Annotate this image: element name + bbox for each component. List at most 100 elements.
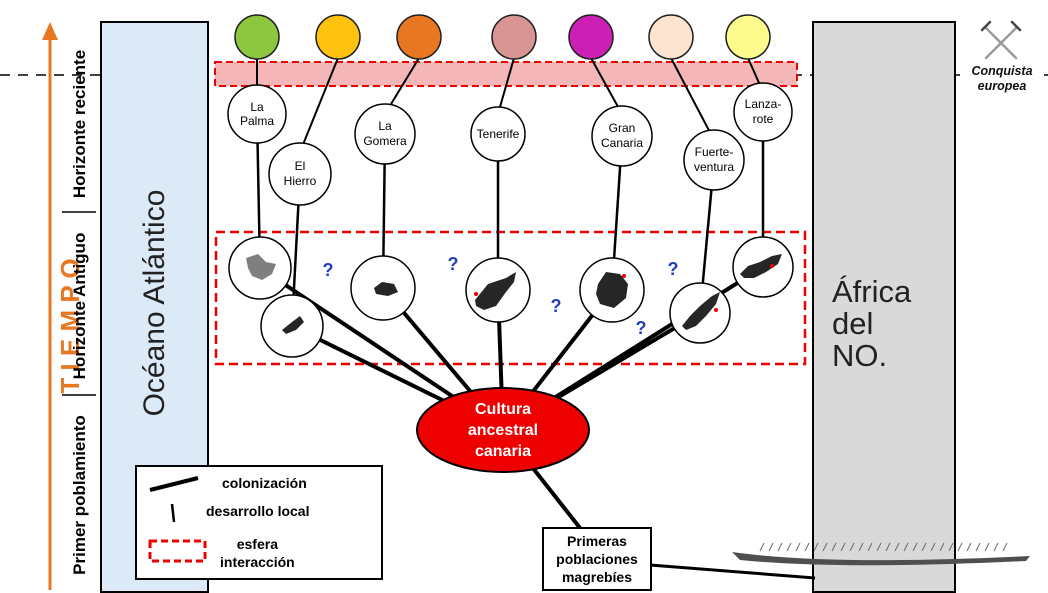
origin-node-line-1: Primeras — [567, 533, 627, 549]
africa-label-line-2: del — [832, 306, 874, 341]
period-label-horizonte-reciente: Horizonte reciente — [70, 49, 89, 199]
recent-line-gran-canaria — [590, 57, 623, 115]
color-circle-la-gomera — [396, 14, 442, 60]
boat-rower — [795, 542, 801, 552]
color-circle-fuerteventura — [648, 14, 694, 60]
boat-rower — [822, 542, 828, 552]
island-name-tenerife-line-1: Tenerife — [476, 127, 520, 141]
boat-rower — [777, 542, 783, 552]
africa-label-line-1: África — [832, 274, 912, 309]
question-mark-4: ? — [635, 317, 647, 338]
boat-rower — [831, 542, 837, 552]
island-name-fuerteventura-line-1: Fuerte- — [694, 145, 734, 159]
island-name-lanzarote-line-1: Lanza- — [744, 97, 782, 111]
legend-colonization-swatch — [149, 476, 199, 492]
red-dot-lanzarote — [770, 264, 774, 268]
island-map-circles — [228, 236, 794, 358]
island-color-circles — [234, 14, 771, 60]
color-circle-la-palma — [234, 14, 280, 60]
legend-colonization-label: colonización — [222, 475, 307, 491]
sword-hilt-a — [980, 20, 992, 32]
boat-rower — [813, 542, 819, 552]
island-name-la-gomera-line-1: La — [378, 119, 392, 133]
recent-line-el-hierro — [299, 57, 339, 153]
la-gomera-silhouette-icon — [374, 282, 398, 296]
boat-rower — [804, 542, 810, 552]
legend-interaction-label: esfera interacción — [220, 535, 295, 571]
color-circle-gran-canaria — [568, 14, 614, 60]
boat-rower — [966, 542, 972, 552]
boat-rowers — [759, 542, 1008, 552]
name-circle-lanzarote — [733, 82, 793, 142]
origin-box — [542, 527, 652, 591]
origin-node-line-3: magrebíes — [561, 569, 633, 585]
island-name-la-palma-line-2: Palma — [239, 114, 274, 128]
island-name-lanzarote-line-2: rote — [752, 112, 774, 126]
conquest-label-line-2: europea — [977, 79, 1027, 93]
recent-line-tenerife — [497, 57, 515, 115]
boat-rower — [786, 542, 792, 552]
africa-band — [812, 21, 956, 593]
boat-rower — [975, 542, 981, 552]
island-name-la-palma-line-1: La — [250, 100, 264, 114]
boat-rower — [858, 542, 864, 552]
red-dots — [474, 264, 774, 312]
period-label-horizonte-antiguo: Horizonte Antiguo — [70, 232, 89, 380]
origin-node-label: Primeras poblaciones magrebíes — [543, 530, 651, 588]
boat-rower — [957, 542, 963, 552]
name-circle-tenerife — [470, 106, 526, 162]
boat-rower — [768, 542, 774, 552]
boat-rower — [939, 542, 945, 552]
el-hierro-silhouette-icon — [282, 316, 304, 334]
island-name-gran-canaria-line-1: Gran — [608, 121, 636, 135]
color-circle-lanzarote — [725, 14, 771, 60]
center-node — [416, 387, 590, 473]
center-node-label: Cultura ancestral canaria — [430, 395, 576, 465]
interaction-sphere-ancient — [214, 230, 807, 366]
ocean-label: Océano Atlántico — [138, 189, 171, 417]
boat-illustration — [732, 542, 1030, 566]
name-circle-la-palma — [227, 84, 287, 144]
legend-interaction-line-2: interacción — [220, 554, 295, 570]
boat-rower — [993, 542, 999, 552]
legend-interaction-line-1: esfera — [236, 536, 278, 552]
center-node-line-1: Cultura — [475, 400, 531, 418]
lanzarote-silhouette-icon — [740, 254, 782, 278]
africa-label: África del NO. — [832, 276, 952, 372]
question-mark-2: ? — [447, 253, 459, 274]
name-circle-la-gomera — [354, 103, 416, 165]
name-circle-el-hierro — [268, 142, 332, 206]
name-circle-gran-canaria — [591, 105, 653, 167]
boat-rower — [930, 542, 936, 552]
island-name-el-hierro: El Hierro — [270, 156, 330, 192]
question-mark-3: ? — [550, 295, 562, 316]
conquest-label-line-1: Conquista — [971, 64, 1033, 78]
boat-rower — [984, 542, 990, 552]
island-name-lanzarote: Lanza- rote — [734, 94, 792, 130]
boat-rower — [759, 542, 765, 552]
boat-rower — [921, 542, 927, 552]
island-name-el-hierro-line-1: El — [294, 159, 306, 173]
boat-rower — [849, 542, 855, 552]
island-name-gran-canaria-line-2: Canaria — [600, 136, 644, 150]
red-dot-fuerteventura — [714, 308, 718, 312]
sword-blade-b — [984, 26, 1018, 60]
recent-line-fuerteventura — [670, 57, 715, 141]
island-name-tenerife: Tenerife — [470, 124, 526, 144]
boat-rower — [903, 542, 909, 552]
island-silhouettes — [246, 254, 782, 334]
africa-label-line-3: NO. — [832, 338, 888, 373]
island-name-la-gomera: La Gomera — [355, 116, 415, 152]
island-name-fuerteventura: Fuerte- ventura — [684, 142, 744, 178]
boat-rower — [912, 542, 918, 552]
boat-rower — [894, 542, 900, 552]
name-circle-fuerteventura — [683, 129, 745, 191]
question-mark-5: ? — [667, 258, 679, 279]
boat-rower — [876, 542, 882, 552]
boat-hull-icon — [732, 552, 1030, 566]
legend-interaction-swatch — [148, 539, 207, 563]
origin-node-line-2: poblaciones — [556, 551, 638, 567]
island-name-circles — [227, 82, 793, 206]
boat-rower — [885, 542, 891, 552]
